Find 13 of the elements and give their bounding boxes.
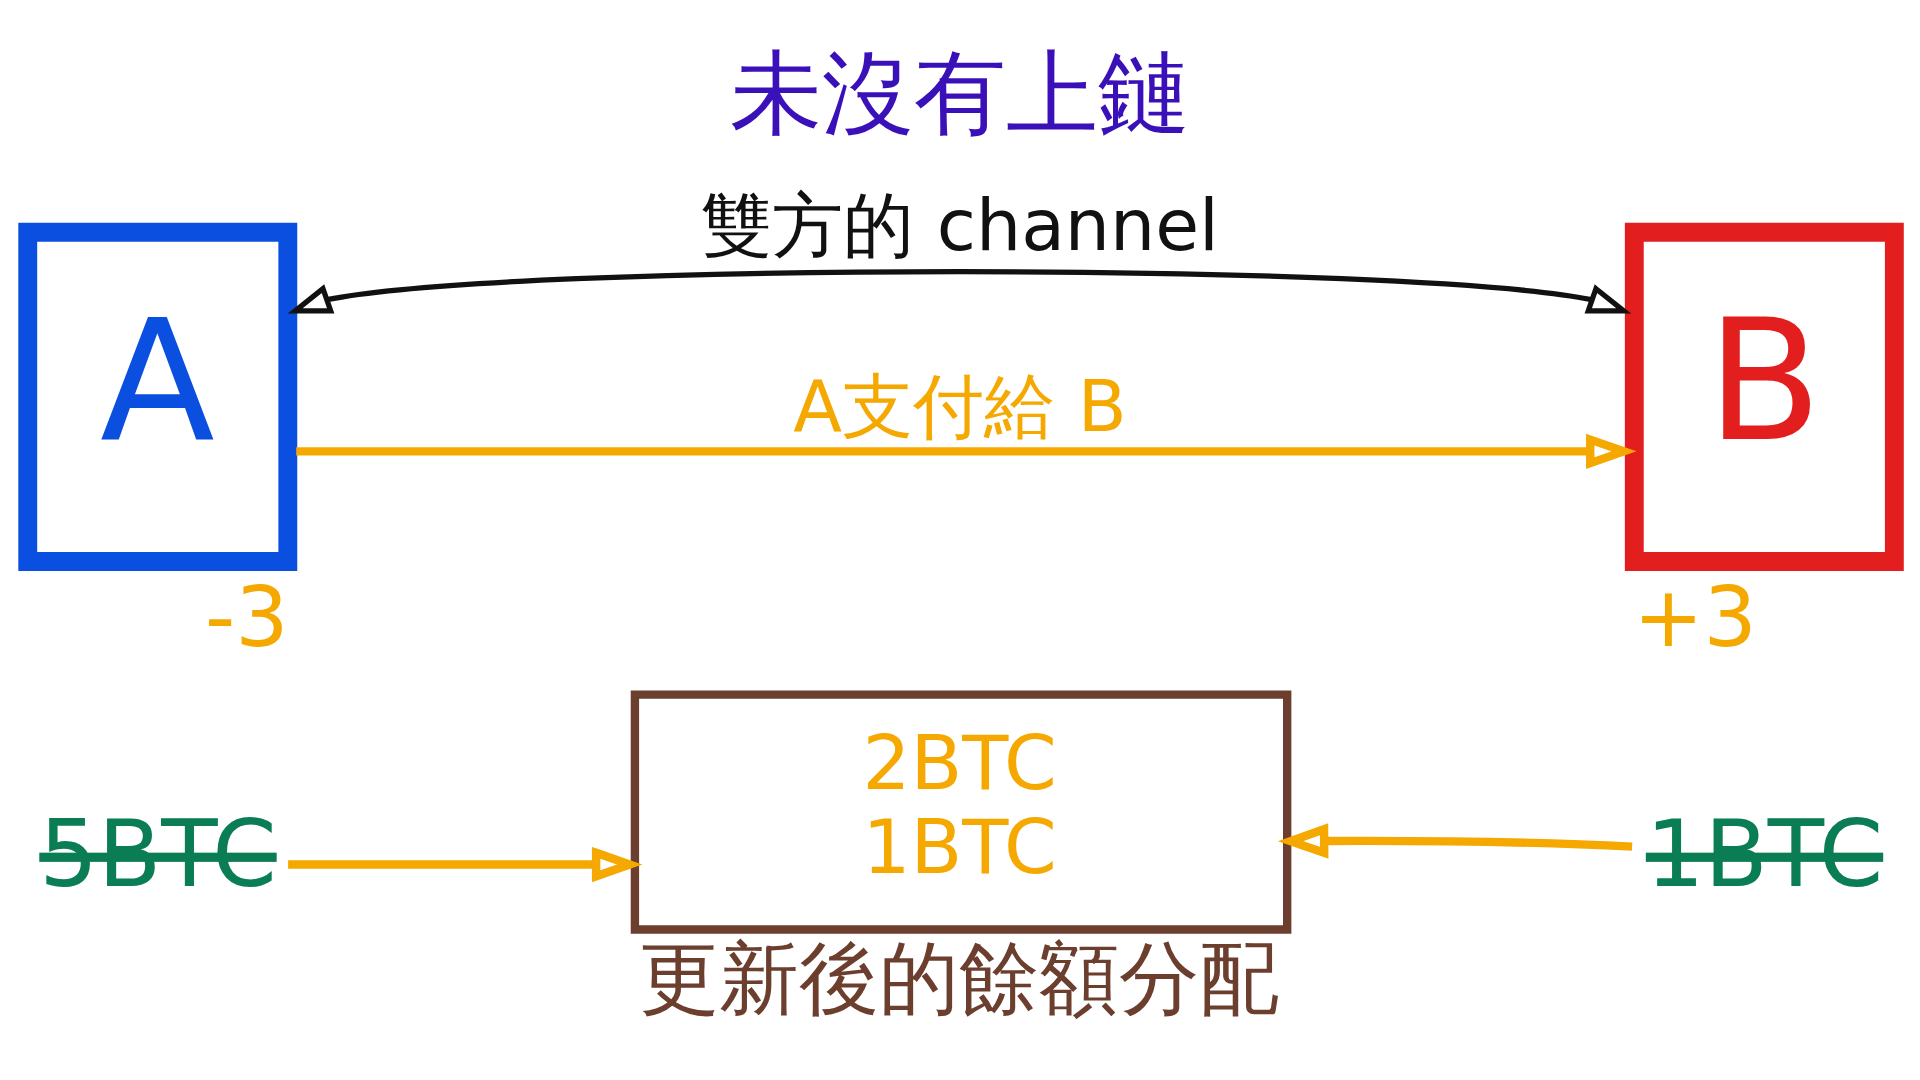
arrow [288, 846, 643, 882]
arrow [287, 268, 1632, 314]
label: 未沒有上鏈 [730, 38, 1190, 147]
node-text: 5BTC [39, 799, 277, 908]
node-box: A [18, 222, 298, 571]
node-label: 更新後的餘額分配 [639, 931, 1280, 1025]
node-box: 2BTC 1BTC [630, 689, 1292, 934]
edge-label: 雙方的 channel [701, 183, 1219, 267]
arrow [1277, 822, 1633, 859]
node-text: 1BTC [1645, 799, 1884, 908]
arrow [296, 433, 1637, 469]
edge-label: A支付給 B [793, 364, 1127, 448]
node-box: B [1624, 222, 1904, 571]
